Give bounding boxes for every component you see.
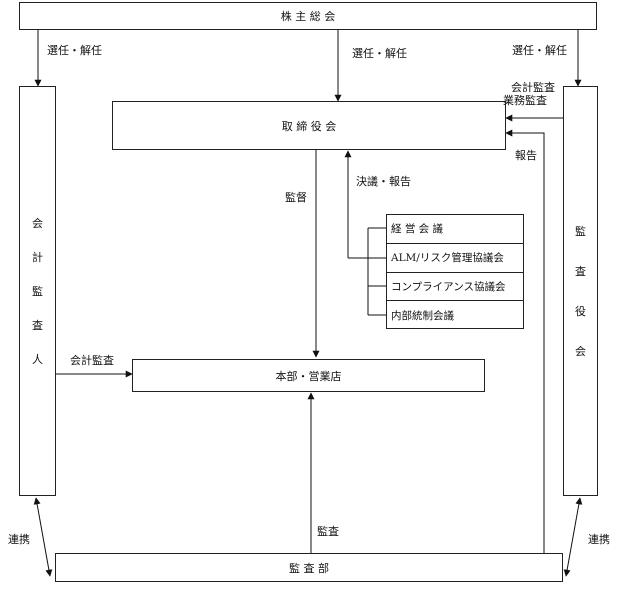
label-supervision: 監督 — [285, 191, 307, 204]
label-business-audit: 業務監査 — [503, 94, 547, 107]
label-report: 報告 — [515, 149, 537, 162]
council-row: コンプライアンス協議会 — [387, 273, 523, 302]
accounting-auditor-box: 会 計 監 査 人 — [19, 86, 56, 496]
council-row: 経 営 会 議 — [387, 215, 523, 244]
arrow-audit-dept-report — [505, 129, 545, 553]
council-row: 内部統制会議 — [391, 310, 454, 323]
audit-department-label: 監 査 部 — [289, 561, 329, 575]
shareholders-meeting-label: 株 主 総 会 — [280, 10, 336, 23]
audit-board-box: 監 査 役 会 — [563, 86, 598, 496]
accounting-auditor-char: 人 — [32, 353, 43, 366]
label-audit: 監査 — [317, 525, 339, 538]
label-elect-left: 選任・解任 — [47, 44, 102, 57]
accounting-auditor-char: 査 — [32, 319, 43, 332]
label-decision-report: 決議・報告 — [356, 175, 411, 188]
audit-board-char: 会 — [575, 345, 586, 358]
label-elect-right: 選任・解任 — [512, 44, 567, 57]
arrow-collab-left — [33, 497, 53, 577]
audit-board-char: 査 — [575, 265, 586, 278]
audit-board-char: 役 — [575, 305, 586, 318]
council-row: ALM/リスク管理協議会 — [387, 244, 523, 273]
arrow-collab-right — [563, 497, 583, 577]
accounting-auditor-char: 計 — [32, 251, 43, 264]
label-collab-left: 連携 — [8, 533, 30, 546]
accounting-auditor-char: 監 — [32, 285, 43, 298]
shareholders-meeting-box: 株 主 総 会 — [19, 2, 597, 30]
headquarters-branches-box: 本部・営業店 — [132, 359, 485, 392]
accounting-auditor-char: 会 — [32, 217, 43, 230]
audit-department-box: 監 査 部 — [55, 553, 563, 582]
headquarters-branches-label: 本部・営業店 — [275, 369, 342, 383]
councils-box: 経 営 会 議 ALM/リスク管理協議会 コンプライアンス協議会 内部統制会議 — [386, 214, 524, 329]
label-accounting-audit-top: 会計監査 — [511, 81, 555, 94]
audit-board-char: 監 — [575, 225, 586, 238]
label-elect-center: 選任・解任 — [352, 47, 407, 60]
label-accounting-audit: 会計監査 — [70, 354, 114, 367]
label-collab-right: 連携 — [588, 533, 610, 546]
board-of-directors-box: 取 締 役 会 — [112, 101, 506, 150]
board-of-directors-label: 取 締 役 会 — [281, 119, 337, 133]
